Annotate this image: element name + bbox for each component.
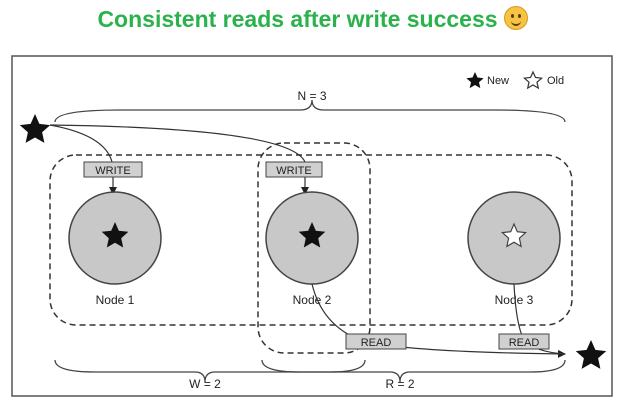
n-label: N = 3 (297, 89, 326, 103)
old-star-icon (522, 70, 544, 90)
n-brace (54, 99, 566, 123)
read-tag-1 (345, 333, 407, 350)
write-tag-1 (83, 161, 143, 178)
r-brace (261, 359, 566, 383)
n-group-boundary (49, 154, 573, 326)
w-label: W = 2 (189, 377, 221, 391)
write-arrow-2 (49, 124, 306, 163)
w-group-boundary (257, 142, 371, 354)
node-3-old-star-icon (501, 222, 527, 248)
write-tag-2-label: WRITE (276, 165, 311, 177)
smiley-icon (503, 6, 528, 30)
reader-star-icon (575, 340, 607, 369)
legend-old-label: Old (547, 75, 564, 87)
node-3-label: Node 3 (495, 293, 534, 307)
new-star-icon (466, 72, 484, 89)
page-title: Consistent reads after write success (0, 6, 625, 33)
read-tag-1-label: READ (361, 337, 392, 349)
node-1-new-star-icon (101, 222, 129, 248)
read-tag-2-label: READ (509, 337, 540, 349)
node-2-new-star-icon (298, 222, 326, 248)
r-label: R = 2 (385, 377, 414, 391)
node-1-label: Node 1 (96, 293, 135, 307)
writer-star-icon (19, 114, 51, 143)
w-brace (54, 359, 366, 383)
legend-new-label: New (487, 75, 509, 87)
node-2-label: Node 2 (293, 293, 332, 307)
legend: New Old (466, 70, 564, 90)
write-tag-1-label: WRITE (95, 165, 130, 177)
read-tag-2 (498, 333, 550, 350)
write-tag-2 (265, 161, 323, 178)
write-arrow-1 (49, 124, 113, 163)
title-text: Consistent reads after write success (97, 6, 498, 32)
